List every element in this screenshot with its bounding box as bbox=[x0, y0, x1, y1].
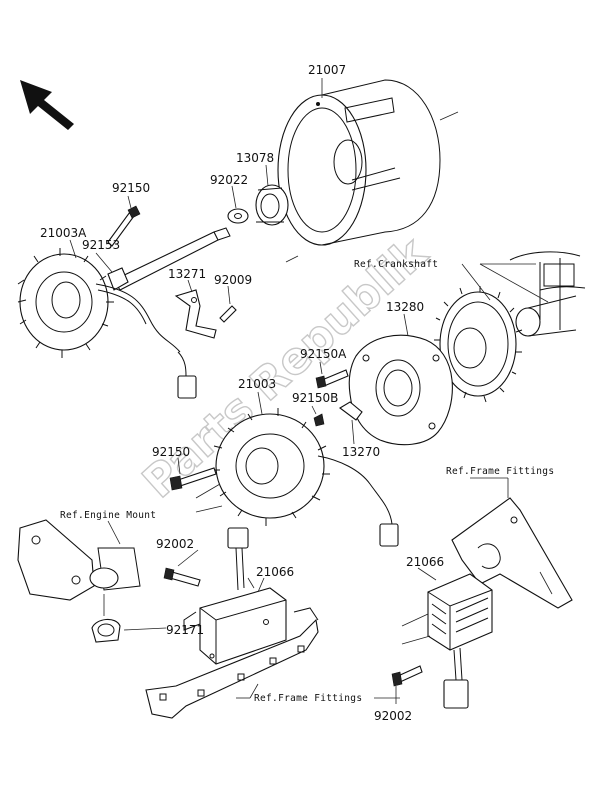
flywheel-rotor[interactable] bbox=[277, 78, 459, 263]
part-number-92002-left[interactable]: 92002 bbox=[156, 537, 194, 551]
regulator-right[interactable] bbox=[401, 573, 493, 709]
bolt-92002-right[interactable] bbox=[391, 665, 423, 704]
crankshaft-gear bbox=[434, 286, 523, 403]
part-number-92009[interactable]: 92009 bbox=[214, 273, 252, 287]
ref-frame-fittings-top: Ref.Frame Fittings bbox=[446, 466, 554, 477]
direction-arrow-icon bbox=[20, 80, 74, 130]
crankshaft bbox=[509, 251, 586, 337]
stator-cover-13280[interactable] bbox=[348, 313, 453, 446]
part-number-92150A[interactable]: 92150A bbox=[300, 347, 347, 361]
washer[interactable] bbox=[227, 185, 249, 224]
part-number-92153[interactable]: 92153 bbox=[82, 238, 120, 252]
bolt-92002-left[interactable] bbox=[163, 567, 201, 587]
starter-clutch-gear[interactable] bbox=[255, 164, 289, 226]
regulator-left[interactable] bbox=[183, 527, 287, 675]
stator-21003A[interactable] bbox=[17, 239, 197, 399]
part-number-21066-right[interactable]: 21066 bbox=[406, 555, 444, 569]
part-number-92150-mid[interactable]: 92150 bbox=[152, 445, 190, 459]
part-number-92171[interactable]: 92171 bbox=[166, 623, 204, 637]
part-number-92002-right[interactable]: 92002 bbox=[374, 709, 412, 723]
part-number-13270[interactable]: 13270 bbox=[342, 445, 380, 459]
screw-92009[interactable] bbox=[219, 285, 237, 323]
part-number-13271[interactable]: 13271 bbox=[168, 267, 206, 281]
part-number-92022[interactable]: 92022 bbox=[210, 173, 248, 187]
clamp-92171[interactable] bbox=[91, 594, 121, 643]
part-number-13078[interactable]: 13078 bbox=[236, 151, 274, 165]
ref-crankshaft: Ref.Crankshaft bbox=[354, 259, 438, 270]
part-number-13280[interactable]: 13280 bbox=[386, 300, 424, 314]
frame-fitting-top bbox=[451, 478, 573, 609]
engine-mount bbox=[17, 519, 141, 601]
part-number-92150B[interactable]: 92150B bbox=[292, 391, 338, 405]
bolt-92150A[interactable] bbox=[315, 369, 349, 389]
plate-13270[interactable] bbox=[339, 401, 363, 445]
stator-bolt-top[interactable] bbox=[107, 195, 141, 247]
ref-frame-fittings-bottom: Ref.Frame Fittings bbox=[254, 693, 362, 704]
stator-21003[interactable] bbox=[195, 391, 399, 547]
part-number-21007[interactable]: 21007 bbox=[308, 63, 346, 77]
leader-lines bbox=[107, 263, 549, 699]
stator-bolt-mid[interactable] bbox=[169, 467, 217, 491]
part-number-21003[interactable]: 21003 bbox=[238, 377, 276, 391]
plate-13271[interactable] bbox=[174, 279, 217, 339]
part-number-21003A[interactable]: 21003A bbox=[40, 226, 87, 240]
frame-bracket-bottom bbox=[145, 607, 319, 719]
part-number-92150-top[interactable]: 92150 bbox=[112, 181, 150, 195]
ref-engine-mount: Ref.Engine Mount bbox=[60, 510, 156, 521]
long-bolt[interactable] bbox=[95, 227, 231, 291]
part-number-21066-left[interactable]: 21066 bbox=[256, 565, 294, 579]
bolt-92150B[interactable] bbox=[313, 413, 325, 427]
